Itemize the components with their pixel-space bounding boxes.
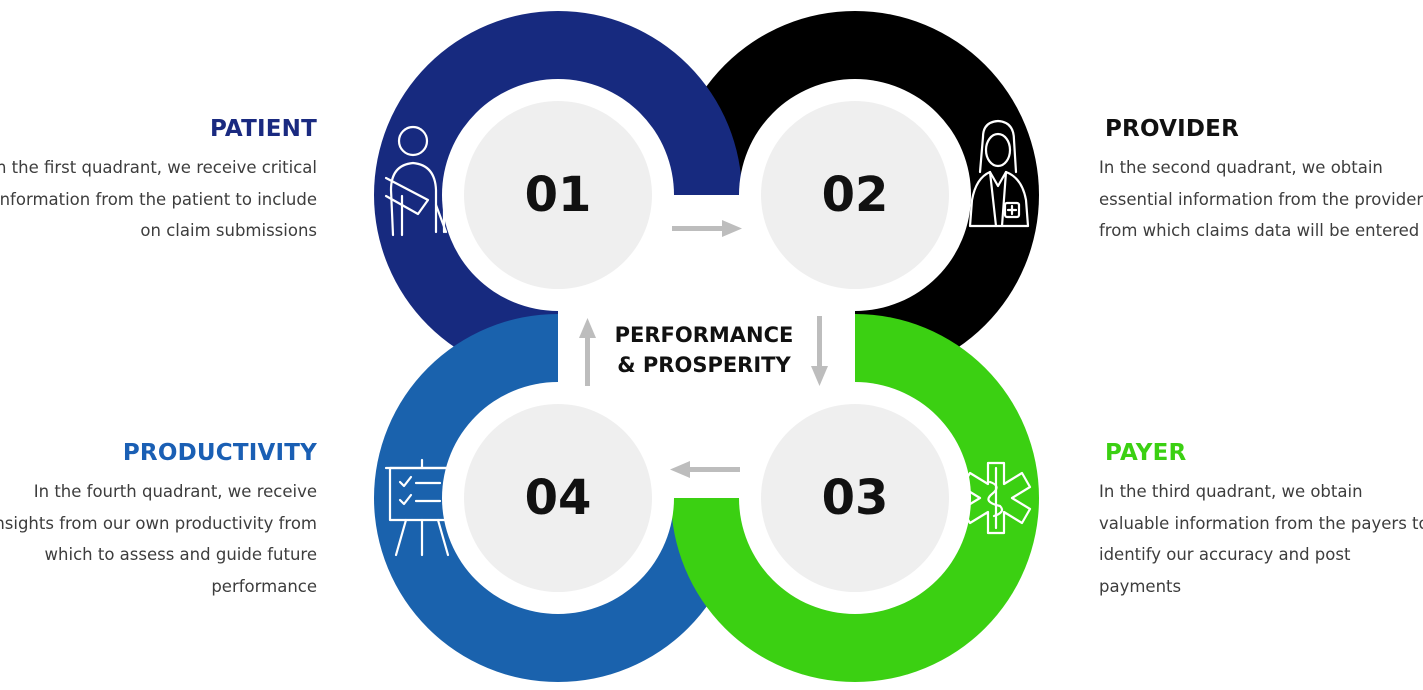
- quadrant-number-01: 01: [525, 167, 592, 223]
- arrow-down-icon: [811, 316, 828, 386]
- quadrant-provider-block: PROVIDER In the second quadrant, we obta…: [1099, 116, 1423, 247]
- number-circle-03: [761, 404, 949, 592]
- presentation-board-icon: [384, 458, 460, 557]
- quadrant-payer-block: PAYER In the third quadrant, we obtain v…: [1099, 440, 1423, 602]
- quadrant-number-03: 03: [822, 470, 889, 526]
- center-title-line1: PERFORMANCE: [615, 323, 794, 347]
- quadrant-title-payer: PAYER: [1105, 440, 1187, 466]
- quadrant-title-productivity: PRODUCTIVITY: [122, 440, 317, 466]
- star-of-life-icon: [960, 461, 1032, 535]
- quadrant-title-patient: PATIENT: [209, 116, 317, 142]
- number-circle-01: [464, 101, 652, 289]
- quadrant-description-payer: In the third quadrant, we obtain valuabl…: [1099, 482, 1423, 596]
- quadrant-productivity-block: PRODUCTIVITY In the fourth quadrant, we …: [0, 440, 317, 602]
- arrow-left-icon: [670, 461, 740, 478]
- quadrant-description-productivity: In the fourth quadrant, we receive insig…: [0, 482, 317, 596]
- quadrant-description-patient: In the first quadrant, we receive critic…: [0, 158, 317, 240]
- patient-arm-sling-icon: [384, 125, 448, 237]
- center-title-line2: & PROSPERITY: [617, 353, 791, 377]
- number-circle-02: [761, 101, 949, 289]
- quadrant-title-provider: PROVIDER: [1105, 116, 1239, 142]
- quadrant-number-04: 04: [525, 470, 592, 526]
- arrow-right-icon: [672, 220, 742, 237]
- quadrant-number-02: 02: [822, 167, 889, 223]
- number-circle-04: [464, 404, 652, 592]
- quadrant-patient-block: PATIENT In the first quadrant, we receiv…: [0, 116, 317, 247]
- doctor-icon: [968, 119, 1030, 228]
- arrow-up-icon: [579, 318, 596, 386]
- quadrant-description-provider: In the second quadrant, we obtain essent…: [1099, 158, 1423, 240]
